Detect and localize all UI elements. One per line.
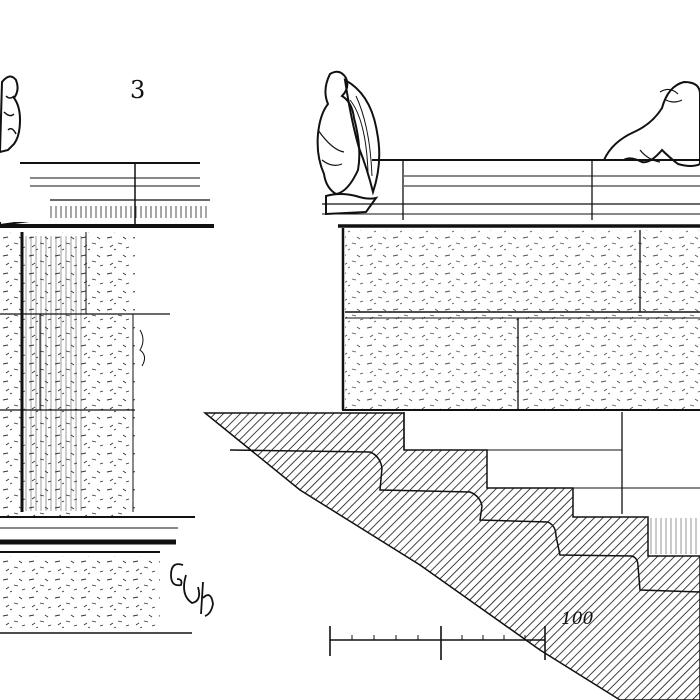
left-elevation — [0, 75, 214, 634]
right-cornice — [322, 159, 700, 228]
angel-statue — [316, 70, 381, 196]
right-section — [202, 70, 700, 700]
left-wall — [0, 232, 170, 517]
left-cornice — [0, 160, 214, 228]
left-gargoyle-figure — [0, 75, 22, 154]
figure-number: 3 — [130, 76, 146, 104]
angel-pedestal — [325, 193, 379, 216]
left-base — [0, 516, 195, 634]
right-wall — [341, 228, 700, 514]
signature-monogram — [170, 563, 214, 617]
stair-section — [202, 412, 700, 700]
scale-bar — [329, 626, 546, 660]
scale-label: 100 — [561, 609, 594, 629]
lion-statue — [602, 80, 700, 167]
